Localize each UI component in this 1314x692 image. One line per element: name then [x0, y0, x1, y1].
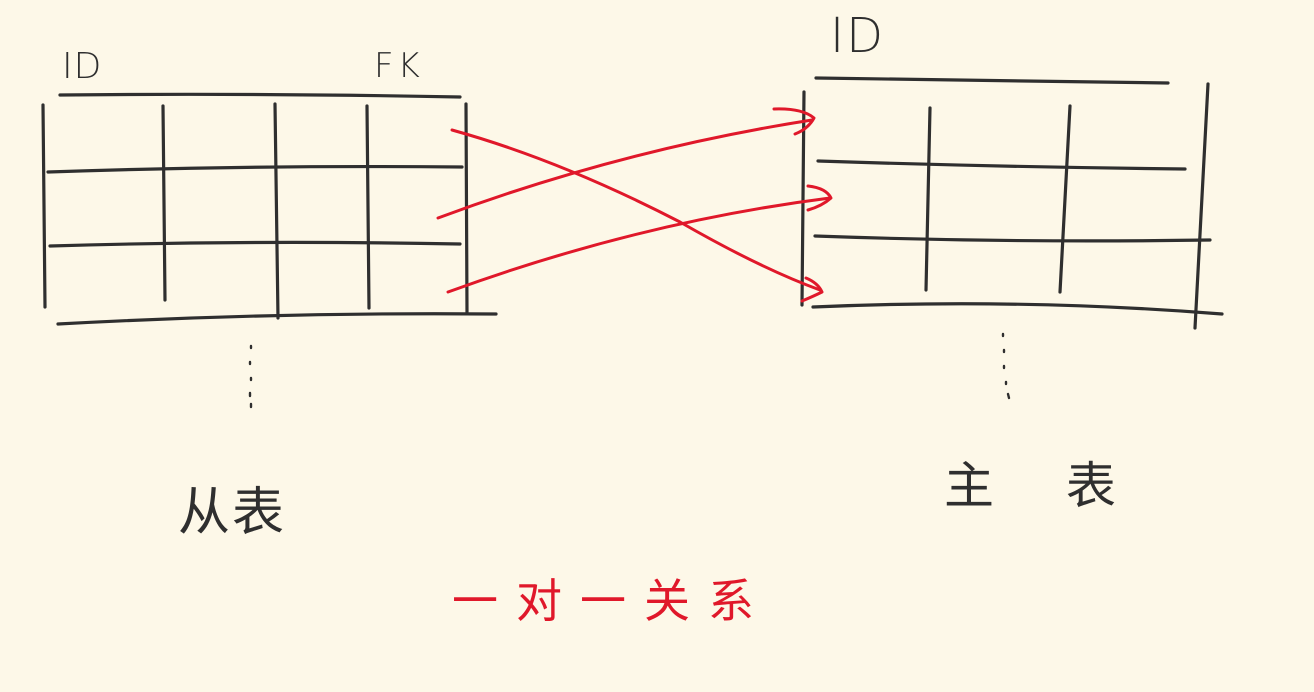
arrowhead: [800, 276, 824, 303]
right-table-border-left: [800, 90, 806, 307]
left-table-row-line: [46, 164, 464, 174]
right-table-border-right: [1193, 82, 1210, 330]
left-table-col-line: [365, 104, 371, 310]
left-id-label: ID: [62, 46, 103, 87]
right-id-label: ID: [830, 8, 886, 64]
arrow-row-3-to-2: [446, 196, 832, 294]
right-table-row-line: [816, 159, 1187, 171]
left-table-row-line: [48, 240, 462, 248]
left-table: [41, 92, 498, 409]
arrow-row-2-to-1: [436, 118, 814, 220]
arrow-row-1-to-3: [450, 128, 822, 292]
right-table-ellipsis: [1001, 332, 1011, 400]
right-table-row-line: [813, 234, 1212, 243]
arrowhead: [772, 107, 816, 136]
relation-label: 一对一关系: [452, 574, 772, 628]
left-table-col-line: [161, 104, 167, 302]
right-table: [800, 76, 1224, 400]
left-table-ellipsis: [248, 344, 253, 409]
relation-arrows: [436, 107, 833, 303]
right-table-col-line: [1058, 104, 1072, 294]
left-table-col-line: [273, 102, 280, 320]
right-table-header-line: [814, 76, 1170, 85]
right-table-bottom-line: [811, 302, 1224, 316]
left-table-header-line: [58, 92, 462, 99]
child-table-name: 从表: [178, 483, 287, 543]
arrowhead: [806, 184, 833, 212]
left-fk-label: FK: [374, 46, 424, 86]
left-table-border-left: [41, 103, 47, 309]
right-table-col-line: [924, 106, 932, 292]
parent-table-name: 主 表: [944, 457, 1144, 515]
